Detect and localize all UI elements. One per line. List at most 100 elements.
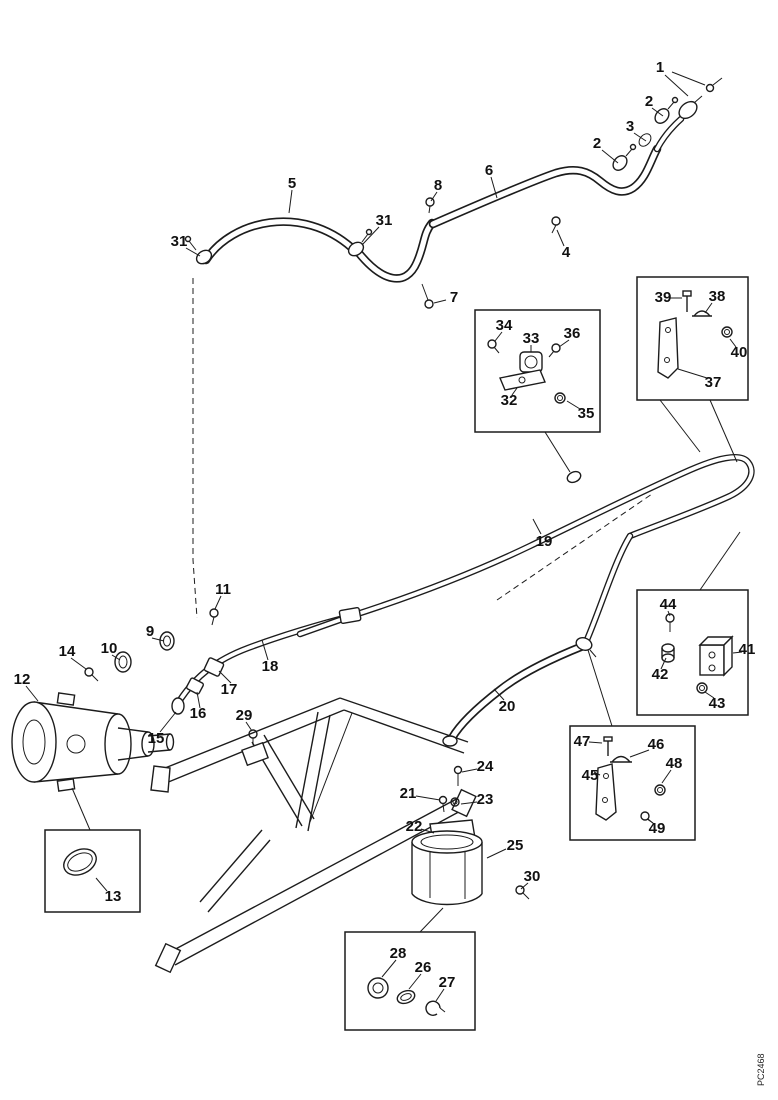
- callout-10: 10: [101, 640, 118, 657]
- inset-box-seal-kit-f: [344, 931, 476, 1031]
- callout-41: 41: [739, 641, 756, 658]
- callout-30: 30: [524, 868, 541, 885]
- callout-34: 34: [496, 317, 513, 334]
- leader-housing-to-inset: [71, 787, 91, 831]
- callout-17: 17: [221, 681, 238, 698]
- tube-assembly: [171, 453, 755, 747]
- nut-item-40: [721, 326, 733, 338]
- spacer-item-42: [661, 643, 675, 653]
- frame-bracket-plate: [241, 741, 269, 767]
- ring-item-9: [159, 631, 175, 651]
- bolt-item-7: [424, 299, 434, 309]
- callout-49: 49: [649, 820, 666, 837]
- callout-40: 40: [731, 344, 748, 361]
- callout-5: 5: [288, 175, 296, 192]
- callout-26: 26: [415, 959, 432, 976]
- callout-22: 22: [406, 818, 423, 835]
- callout-2b: 2: [593, 135, 601, 152]
- leader-box-b-2: [709, 399, 738, 463]
- bolt-item-14: [84, 667, 94, 677]
- bolt-item-24: [453, 765, 463, 775]
- callout-45: 45: [582, 767, 599, 784]
- callout-6: 6: [485, 162, 493, 179]
- callout-8: 8: [434, 177, 442, 194]
- leader-box-b-1: [659, 399, 701, 453]
- bolt-item-30: [515, 885, 525, 895]
- bolt-item-36: [551, 343, 561, 353]
- clamp-item-31-left: [195, 249, 213, 265]
- nut-item-49: [640, 811, 650, 821]
- inset-box-clamp-kit-a: [474, 309, 601, 473]
- callout-39: 39: [655, 289, 672, 306]
- fitting-item-16: [186, 677, 204, 695]
- inset-box-bracket-kit-b: [636, 276, 749, 463]
- washer-item-48: [654, 784, 666, 796]
- hose-20-flange: [442, 735, 458, 747]
- bolt-item-11: [209, 608, 219, 618]
- callout-42: 42: [652, 666, 669, 683]
- callout-31b: 31: [171, 233, 188, 250]
- leader-box-d: [587, 649, 613, 727]
- callout-18: 18: [262, 658, 279, 675]
- seal-item-26: [396, 989, 416, 1005]
- fitting-item-15: [171, 697, 185, 715]
- callout-21: 21: [400, 785, 417, 802]
- bracket-item-37: [657, 317, 679, 379]
- callout-19: 19: [536, 533, 553, 550]
- callout-1: 1: [656, 59, 664, 76]
- callout-46: 46: [648, 736, 665, 753]
- dashed-reference-lines: [192, 278, 653, 619]
- clamp-item-33: [519, 351, 543, 373]
- callout-28: 28: [390, 945, 407, 962]
- washer-item-43: [696, 682, 708, 694]
- callout-43: 43: [709, 695, 726, 712]
- callout-33: 33: [523, 330, 540, 347]
- bolt-item-34: [487, 339, 497, 349]
- callout-37: 37: [705, 374, 722, 391]
- washer-item-28: [367, 977, 389, 999]
- callout-48: 48: [666, 755, 683, 772]
- bracket-item-32: [499, 369, 546, 391]
- callout-14: 14: [59, 643, 76, 660]
- callout-4: 4: [562, 244, 571, 261]
- tube-coupling: [338, 606, 362, 625]
- callout-32: 32: [501, 392, 518, 409]
- oring-item-13: [63, 848, 97, 876]
- stud-item-1: [705, 83, 715, 93]
- leader-lines: [25, 71, 743, 1002]
- callout-23: 23: [477, 791, 494, 808]
- inset-box-block-kit-c: [636, 531, 749, 716]
- callout-12: 12: [14, 671, 31, 688]
- callout-15: 15: [148, 730, 165, 747]
- callout-7: 7: [450, 289, 458, 306]
- callout-13: 13: [105, 888, 122, 905]
- hose-20: [447, 641, 588, 743]
- clamp-item-2-upper: [654, 108, 670, 124]
- callout-36: 36: [564, 325, 581, 342]
- clamp-item-38: [693, 310, 711, 317]
- clamp-item-27: [425, 1000, 441, 1016]
- clamp-item-46: [611, 755, 631, 763]
- tube-clamp: [566, 470, 582, 484]
- callout-9: 9: [146, 623, 154, 640]
- washer-item-23: [450, 797, 460, 807]
- callout-11: 11: [215, 581, 231, 598]
- clamp-item-2-lower: [612, 155, 628, 171]
- hose-20-clamp: [575, 637, 593, 651]
- callout-47: 47: [574, 733, 591, 750]
- bolt-item-4: [551, 216, 561, 226]
- callout-29: 29: [236, 707, 253, 724]
- leader-box-c: [699, 531, 741, 591]
- callout-35: 35: [578, 405, 595, 422]
- bolt-item-21: [438, 795, 448, 805]
- callouts: 1 2 3 2 6 8 5 31 31 4 7 34 33 36 32 35 3…: [14, 59, 756, 991]
- callout-2a: 2: [645, 93, 653, 110]
- hose-assembly-top: [184, 77, 723, 309]
- ring-item-10: [114, 651, 132, 673]
- callout-20: 20: [499, 698, 516, 715]
- callout-44: 44: [660, 596, 677, 613]
- tube-19: [296, 453, 755, 638]
- fitting-item-17: [203, 657, 225, 677]
